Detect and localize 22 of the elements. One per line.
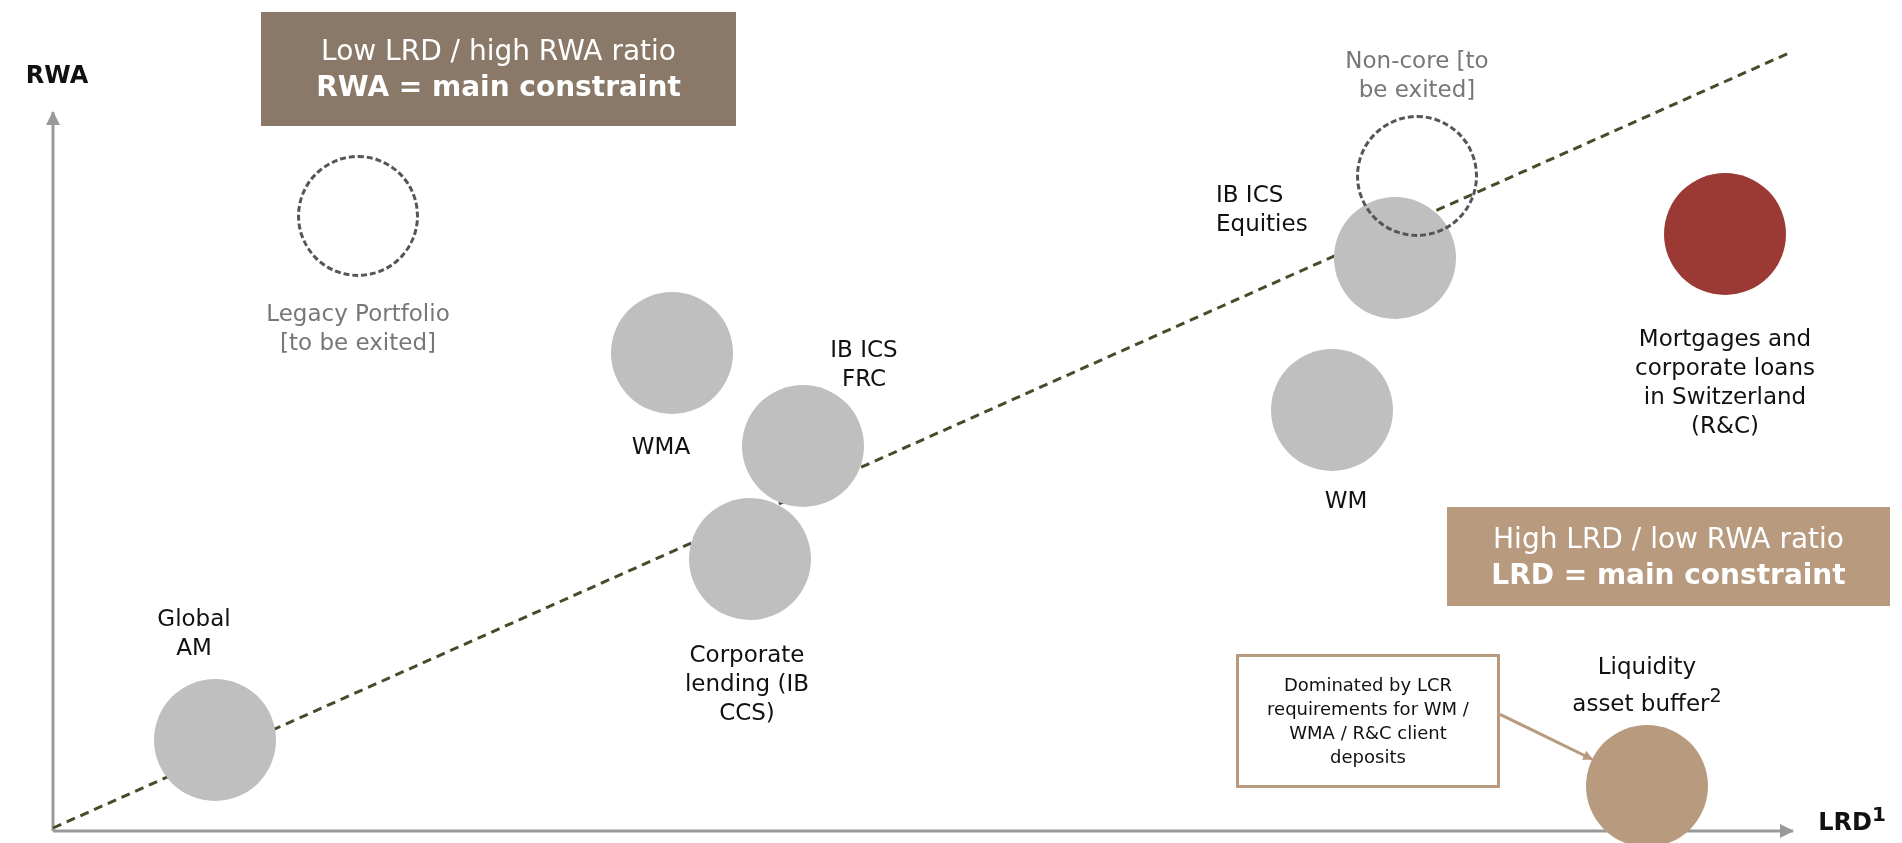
bubble-label: IB ICS FRC — [829, 335, 899, 393]
ratio-box — [261, 12, 736, 126]
arrow — [1499, 712, 1594, 761]
bubble-label: Non-core [to be exited] — [1344, 46, 1490, 104]
box-heading: Low LRD / high RWA ratio — [320, 33, 677, 69]
bubble-label: WMA — [630, 431, 692, 461]
bubble-label: Liquidity asset buffer$^{2}$ — [1572, 652, 1722, 718]
callout-box — [1236, 654, 1500, 788]
bubble-label: Mortgages and corporate loans in Switzerland (R&C) — [1634, 324, 1816, 440]
box-subheading: LRD = main constraint — [1490, 556, 1847, 593]
bubble-label: IB ICS Equities — [1216, 180, 1309, 238]
dashed-circle — [297, 155, 419, 277]
bubble-label: Global AM — [156, 604, 232, 662]
bubble-label: Legacy Portfolio [to be exited] — [265, 299, 451, 357]
bubble-label: Corporate lending (IB CCS) — [683, 639, 811, 727]
callout-text: Dominated by LCR requirements for WM / WMA / R&C client deposits — [1266, 673, 1470, 769]
bubble-label: WM — [1323, 485, 1369, 515]
box-subheading: RWA = main constraint — [315, 69, 682, 105]
axis-title: LRD$^{1}$ — [1818, 800, 1886, 837]
box-heading: High LRD / low RWA ratio — [1492, 520, 1845, 557]
ratio-box — [1447, 507, 1890, 606]
axis-title: RWA — [25, 60, 89, 90]
